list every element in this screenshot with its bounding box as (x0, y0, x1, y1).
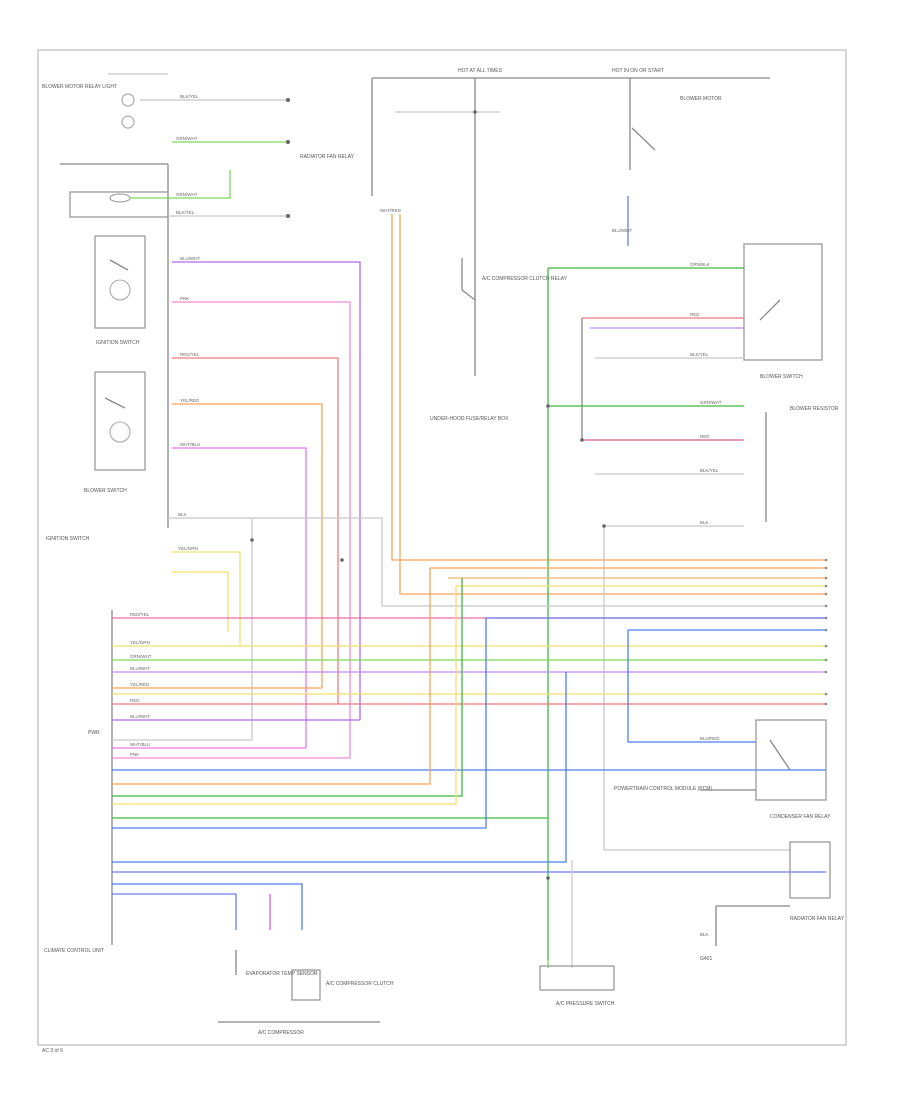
svg-text:BLU/WHT: BLU/WHT (130, 714, 151, 719)
wire-magenta-1 (172, 447, 307, 748)
right-connector-pins (824, 558, 828, 706)
svg-text:RED: RED (130, 698, 140, 703)
wire-orange-2 (399, 214, 826, 595)
svg-text:GRN/WHT: GRN/WHT (176, 192, 198, 197)
svg-text:WHT/RED: WHT/RED (380, 208, 402, 213)
wire-blue-relay (627, 630, 756, 743)
blower-motor-relay-light: BLOWER MOTOR RELAY LIGHT (42, 73, 168, 129)
wire-label-grn-wht-1: GRN/WHT (176, 136, 198, 141)
svg-text:PNK: PNK (130, 752, 139, 757)
svg-text:A/C PRESSURE SWITCH: A/C PRESSURE SWITCH (556, 1001, 615, 1007)
wire-yellow-low (112, 586, 457, 805)
svg-text:RED: RED (700, 434, 710, 439)
svg-text:BLOWER MOTOR: BLOWER MOTOR (680, 96, 722, 102)
blower-switch-right: BLOWER SWITCH (743, 243, 823, 380)
svg-text:BLK: BLK (178, 512, 187, 517)
wire-orange-1 (172, 403, 323, 688)
svg-text:POWERTRAIN CONTROL MODULE (PCM: POWERTRAIN CONTROL MODULE (PCM) (614, 786, 712, 792)
svg-text:IGNITION SWITCH: IGNITION SWITCH (96, 340, 140, 346)
svg-text:CLIMATE CONTROL UNIT: CLIMATE CONTROL UNIT (44, 948, 104, 954)
label-ignition: IGNITION SWITCH (46, 536, 90, 542)
svg-text:YEL/RED: YEL/RED (130, 682, 150, 687)
climate-control-unit: CLIMATE CONTROL UNIT PWR (44, 610, 113, 954)
svg-text:CONDENSER FAN RELAY: CONDENSER FAN RELAY (770, 814, 831, 820)
svg-text:YEL/GRN: YEL/GRN (178, 546, 198, 551)
wire-blue-low-2 (112, 618, 487, 829)
wire-orange-low (112, 568, 431, 785)
svg-text:BLOWER MOTOR RELAY LIGHT: BLOWER MOTOR RELAY LIGHT (42, 84, 117, 90)
svg-text:HOT IN ON OR START: HOT IN ON OR START (612, 68, 664, 74)
svg-text:EVAPORATOR TEMP SENSOR: EVAPORATOR TEMP SENSOR (246, 971, 318, 977)
wire-grn-lamp (130, 170, 231, 199)
blower-resistor: BLOWER RESISTOR (765, 406, 839, 522)
svg-text:BLK/YEL: BLK/YEL (176, 210, 195, 215)
splice-dots (250, 110, 606, 880)
evaporator-temp-sensor: EVAPORATOR TEMP SENSOR (235, 950, 318, 977)
svg-text:GRN/WHT: GRN/WHT (700, 400, 722, 405)
svg-text:PWR: PWR (88, 730, 100, 736)
pcm-label: POWERTRAIN CONTROL MODULE (PCM) (614, 786, 712, 792)
svg-text:YEL/RED: YEL/RED (180, 398, 200, 403)
ignition-switch: IGNITION SWITCH (94, 235, 146, 346)
page-label: AC 3 of 6 (42, 1048, 63, 1054)
svg-text:UNDER-HOOD FUSE/RELAY BOX: UNDER-HOOD FUSE/RELAY BOX (430, 416, 509, 422)
blower-switch-left: BLOWER SWITCH (84, 371, 146, 494)
svg-text:GRN/WHT: GRN/WHT (130, 654, 152, 659)
svg-text:PNK: PNK (180, 296, 189, 301)
wire-red-1 (172, 357, 339, 704)
ac-compressor-clutch: A/C COMPRESSOR CLUTCH A/C COMPRESSOR (218, 969, 394, 1036)
svg-text:BLOWER SWITCH: BLOWER SWITCH (760, 374, 803, 380)
wire-pink-1 (172, 301, 351, 758)
wire-orange-long (391, 214, 826, 561)
svg-text:BLK: BLK (700, 520, 709, 525)
svg-text:BLOWER SWITCH: BLOWER SWITCH (84, 488, 127, 494)
lamp-block (60, 163, 169, 528)
under-hood-fuse-box: HOT AT ALL TIMES HOT IN ON OR START (371, 68, 770, 196)
svg-text:RADIATOR FAN RELAY: RADIATOR FAN RELAY (790, 916, 845, 922)
diagram-frame (37, 49, 847, 1046)
svg-text:HOT AT ALL TIMES: HOT AT ALL TIMES (458, 68, 503, 74)
svg-text:BLK/YEL: BLK/YEL (700, 468, 719, 473)
svg-text:BLU/WHT: BLU/WHT (180, 256, 201, 261)
svg-text:A/C COMPRESSOR CLUTCH: A/C COMPRESSOR CLUTCH (326, 981, 394, 987)
svg-text:A/C COMPRESSOR: A/C COMPRESSOR (258, 1030, 304, 1036)
wire-label-blk-yel-1: BLK/YEL (180, 94, 199, 99)
svg-text:YEL/GRN: YEL/GRN (130, 640, 150, 645)
svg-text:BLOWER RESISTOR: BLOWER RESISTOR (790, 406, 839, 412)
svg-text:RED/YEL: RED/YEL (180, 352, 200, 357)
svg-text:WHT/BLU: WHT/BLU (180, 442, 200, 447)
wire-violet-1 (172, 261, 361, 720)
wire-blue-bottom-1 (112, 672, 567, 863)
ground-label: G401 (700, 956, 712, 962)
svg-text:BLK/YEL: BLK/YEL (690, 352, 709, 357)
svg-text:A/C COMPRESSOR CLUTCH RELAY: A/C COMPRESSOR CLUTCH RELAY (482, 276, 568, 282)
wire-yellow-1 (172, 551, 826, 647)
svg-text:BLU/WHT: BLU/WHT (612, 228, 633, 233)
svg-text:BLK: BLK (700, 932, 709, 937)
svg-text:RED/YEL: RED/YEL (130, 612, 150, 617)
radiator-fan-relay: RADIATOR FAN RELAY (789, 841, 845, 922)
wire-gray-top-bus (168, 517, 826, 607)
label-to-radiator: RADIATOR FAN RELAY (300, 154, 355, 160)
ac-pressure-switch: A/C PRESSURE SWITCH (539, 860, 615, 1007)
ac-compressor-clutch-relay: A/C COMPRESSOR CLUTCH RELAY UNDER-HOOD F… (430, 258, 568, 422)
svg-text:RED: RED (690, 312, 700, 317)
svg-text:GRN/BLK: GRN/BLK (690, 262, 710, 267)
wire-blue-bottom-4 (112, 893, 237, 930)
svg-text:WHT/BLU: WHT/BLU (130, 742, 150, 747)
svg-text:BLU/WHT: BLU/WHT (130, 666, 151, 671)
svg-text:BLU/RED: BLU/RED (700, 736, 720, 741)
wire-blue-bottom-3 (112, 883, 303, 930)
wire-green-low (112, 578, 463, 797)
condenser-fan-relay: CONDENSER FAN RELAY (755, 719, 831, 820)
wire-yellow-2 (172, 571, 229, 632)
